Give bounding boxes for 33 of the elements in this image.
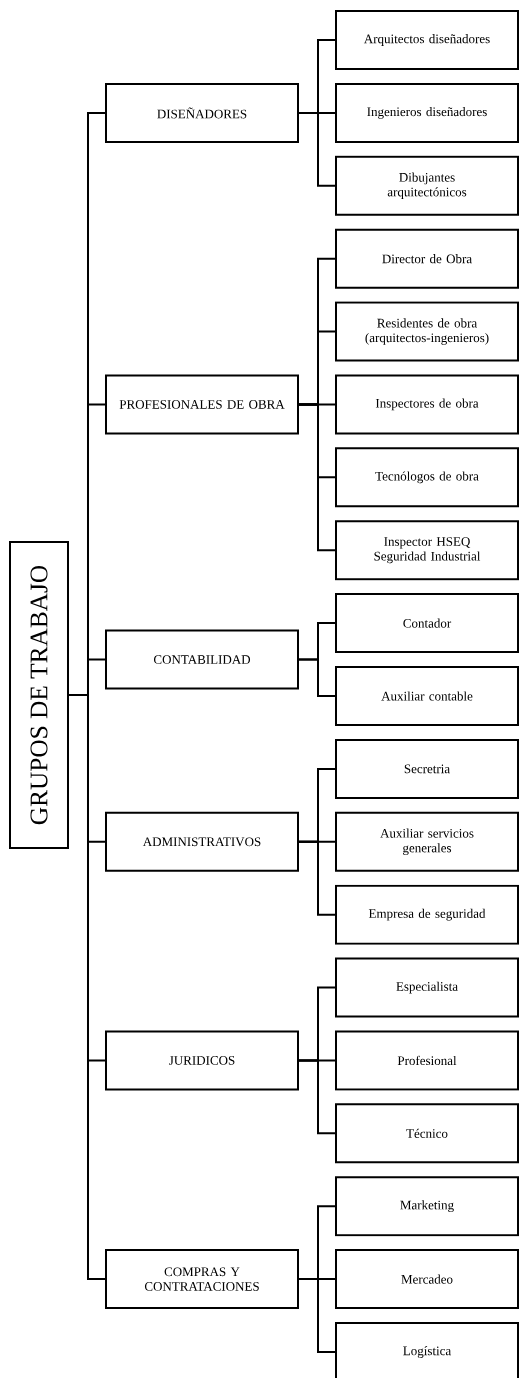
group-box: CONTABILIDAD bbox=[105, 629, 299, 690]
group-box: COMPRAS Y CONTRATACIONES bbox=[105, 1249, 299, 1310]
role-box: Auxiliar servicios generales bbox=[335, 811, 519, 872]
role-box: Contador bbox=[335, 593, 519, 654]
role-box: Técnico bbox=[335, 1103, 519, 1164]
connector-line bbox=[68, 694, 106, 1281]
connector-line bbox=[298, 658, 336, 697]
connector-line bbox=[298, 840, 336, 916]
role-box: Inspector HSEQ Seguridad Industrial bbox=[335, 520, 519, 581]
connector-line bbox=[298, 1059, 336, 1135]
role-box: Especialista bbox=[335, 957, 519, 1018]
connector-line bbox=[298, 111, 336, 187]
group-box: DISEÑADORES bbox=[105, 82, 299, 143]
role-box: Tecnólogos de obra bbox=[335, 447, 519, 508]
group-box: ADMINISTRATIVOS bbox=[105, 811, 299, 872]
group-box: JURIDICOS bbox=[105, 1030, 299, 1091]
role-box: Arquitectos diseñadores bbox=[335, 10, 519, 70]
root-box: GRUPOS DE TRABAJO bbox=[9, 541, 69, 849]
role-box: Secretria bbox=[335, 738, 519, 799]
role-box: Dibujantes arquitectónicos bbox=[335, 155, 519, 216]
role-box: Empresa de seguridad bbox=[335, 884, 519, 945]
role-box: Logística bbox=[335, 1322, 519, 1378]
role-box: Profesional bbox=[335, 1030, 519, 1091]
connector-line bbox=[298, 403, 336, 552]
role-box: Marketing bbox=[335, 1176, 519, 1237]
role-box: Residentes de obra (arquitectos-ingenieros) bbox=[335, 301, 519, 362]
connector-line bbox=[298, 1278, 336, 1353]
group-box: PROFESIONALES DE OBRA bbox=[105, 374, 299, 435]
role-box: Director de Obra bbox=[335, 228, 519, 289]
role-box: Inspectores de obra bbox=[335, 374, 519, 435]
role-box: Ingenieros diseñadores bbox=[335, 82, 519, 143]
role-box: Mercadeo bbox=[335, 1249, 519, 1310]
role-box: Auxiliar contable bbox=[335, 666, 519, 726]
